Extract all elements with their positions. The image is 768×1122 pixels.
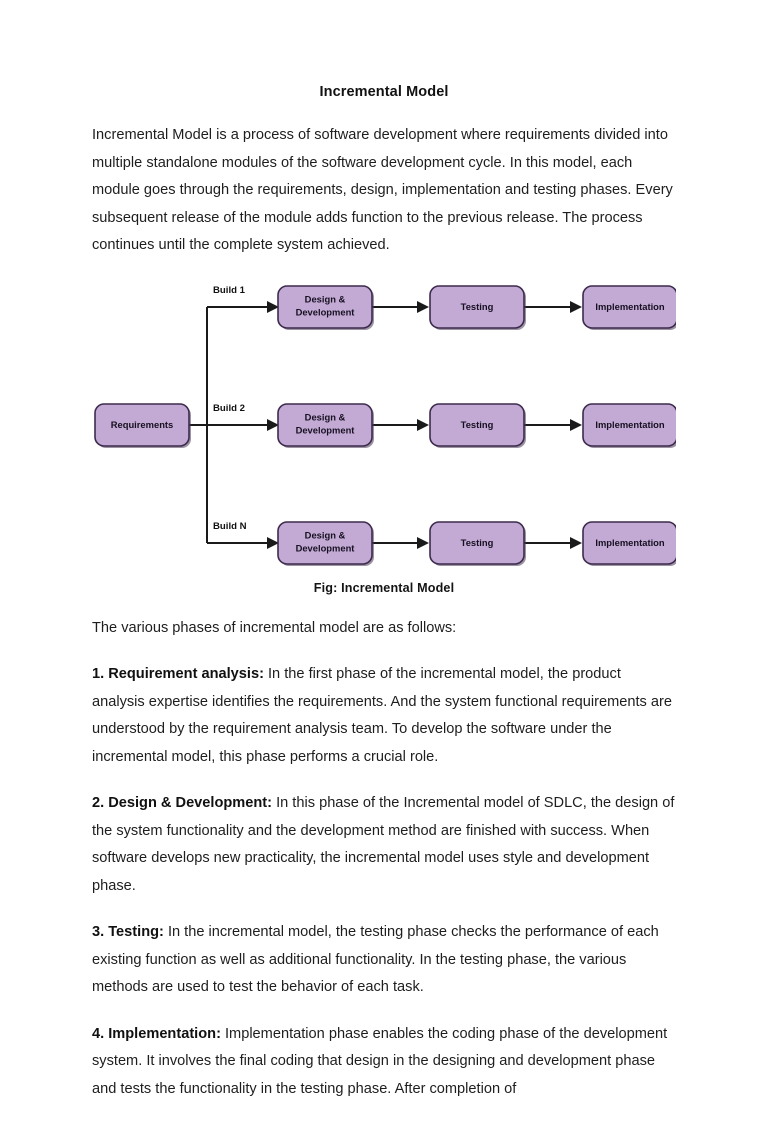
node-design-label-line1-build2: Design & [305,411,346,422]
phases-intro-paragraph: The various phases of incremental model … [92,619,457,636]
section-body-2: In this phase of the Incremental model o… [92,795,675,894]
section-lead-2: 2. Design & Development: [92,795,273,811]
arrowhead-build2 [267,418,279,431]
section-body-1: In the first phase of the incremental mo… [92,666,672,765]
node-design-label-line2-build1: Development [296,306,355,317]
intro-paragraph: Incremental Model is a process of softwa… [92,127,673,253]
node-testing-build2[interactable]: Testing [429,402,526,448]
node-testing-label-buildN: Testing [461,536,494,547]
node-design-label-line2-build2: Development [296,424,355,435]
node-implementation-label-buildN: Implementation [595,536,665,547]
node-testing-label-build2: Testing [461,418,494,429]
document-page: Incremental Model Incremental Model is a… [92,84,676,1097]
arrowhead-r1-impl [570,300,582,313]
node-design-development-buildN[interactable]: Design & Development [277,520,374,566]
node-implementation-build2[interactable]: Implementation [582,402,676,448]
section-lead-1: 1. Requirement analysis: [92,666,264,682]
section-paragraph-3: 3. Testing: In the incremental model, th… [92,919,676,1002]
arrowhead-r2-impl [570,418,582,431]
node-design-label-line2-buildN: Development [296,542,355,553]
node-testing-label-build1: Testing [461,300,494,311]
arrowhead-buildN [267,536,279,549]
node-design-label-line1-buildN: Design & [305,529,346,540]
branch-label-build1: Build 1 [213,285,246,296]
section-lead-4: 4. Implementation: [92,1025,221,1042]
section-lead-3: 3. Testing: [92,924,164,940]
node-testing-build1[interactable]: Testing [429,284,526,330]
node-design-development-build2[interactable]: Design & Development [277,402,374,448]
branch-label-buildN: Build N [213,521,247,532]
page-title: Incremental Model [319,84,449,100]
node-implementation-buildN[interactable]: Implementation [582,520,676,566]
section-paragraph-2: 2. Design & Development: In this phase o… [92,790,676,900]
node-design-label-line1-build1: Design & [305,293,346,304]
arrowhead-r3-impl [570,536,582,549]
node-testing-buildN[interactable]: Testing [429,520,526,566]
node-requirements-label: Requirements [111,418,174,429]
node-design-development-build1[interactable]: Design & Development [277,284,374,330]
arrowhead-r3-testing [417,536,429,549]
arrowhead-r2-testing [417,418,429,431]
figure-caption: Fig: Incremental Model [313,580,455,595]
node-implementation-label-build1: Implementation [595,300,665,311]
diagram-svg: Build 1 Build 2 Build N Requirements Des… [94,284,676,566]
section-paragraph-1: 1. Requirement analysis: In the first ph… [92,661,676,771]
node-implementation-label-build2: Implementation [595,418,665,429]
incremental-model-diagram: Build 1 Build 2 Build N Requirements Des… [92,279,676,579]
arrowhead-r1-testing [417,300,429,313]
section-body-3: In the incremental model, the testing ph… [92,924,659,995]
arrowhead-build1 [267,300,279,313]
branch-label-build2: Build 2 [213,403,245,414]
section-paragraph-4: 4. Implementation: Implementation phase … [92,1021,676,1104]
document-content: Incremental Model Incremental Model is a… [92,84,676,1122]
node-requirements[interactable]: Requirements [94,402,191,448]
node-implementation-build1[interactable]: Implementation [582,284,676,330]
